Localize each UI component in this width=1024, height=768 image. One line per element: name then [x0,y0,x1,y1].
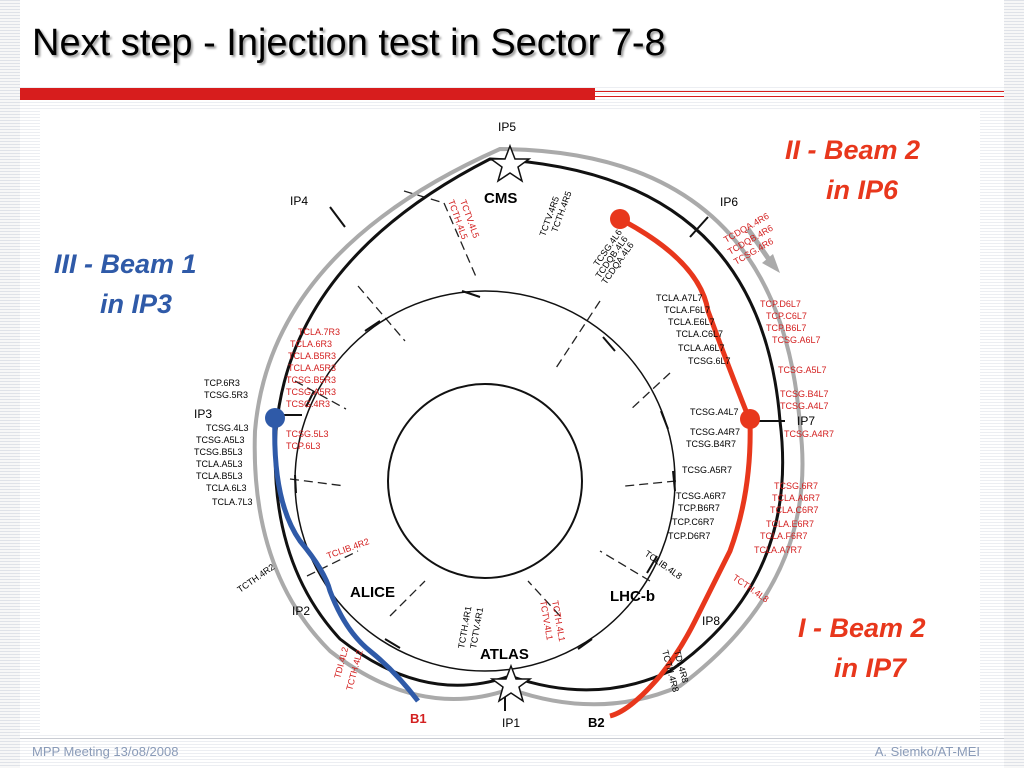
beam2-trajectory [609,216,753,719]
collimator-label: TCSG.5L3 [286,429,329,439]
lhc-ring-diagram: IP5 IP6 IP7 IP8 IP1 IP2 IP3 IP4 CMS ALIC… [54,120,926,730]
slide-title: Next step - Injection test in Sector 7-8 [32,22,666,64]
title-red-bar [20,88,595,100]
beam2-ip7-annotation-line1: I - Beam 2 [798,613,926,643]
collimator-label: TCP.B6R7 [678,503,720,513]
beam2-tag: B2 [588,715,605,730]
collimator-label: TCLA.A6R7 [772,493,820,503]
collimator-label: TCLA.C6L7 [676,329,723,339]
collimator-label: TCLA.7L3 [212,497,253,507]
experiment-cms: CMS [484,190,517,207]
collimator-label: TCSG.A5L7 [778,365,827,375]
collimator-label: TCSG.A6L7 [772,335,821,345]
experiment-atlas: ATLAS [480,646,529,663]
ip-markers [270,206,785,711]
collimator-label: TCLA.A5L3 [196,459,243,469]
beam1-annotation-line1: III - Beam 1 [54,249,197,279]
collimator-label: TCP.D6L7 [760,299,801,309]
sector-spokes [289,190,677,617]
collimator-label: TCLA.A6L7 [678,343,725,353]
ip7-outer-labels: TCP.D6L7 TCP.C6L7 TCP.B6L7 TCSG.A6L7 TCS… [754,299,834,555]
collimator-label: TCSG.B5L3 [194,447,243,457]
experiment-lhcb: LHC-b [610,588,655,605]
collimator-label: TCTH.4L8 [731,572,771,604]
collimator-label: TCSG.A4R7 [784,429,834,439]
arrow-icon [745,227,780,273]
footer-author: A. Siemko/AT-MEI [874,744,980,759]
ip6-label: IP6 [720,195,738,209]
footer-meeting: MPP Meeting 13/o8/2008 [32,744,179,759]
collimator-label: TCSG.A5L3 [196,435,245,445]
collimator-label: TCLA.A5R3 [288,363,336,373]
collimator-label: TCP.6L3 [286,441,320,451]
collimator-label: TCSG.5R3 [204,390,248,400]
collimator-label: TCLA.C6R7 [770,505,819,515]
star-icon [488,143,532,183]
star-icon [489,663,533,703]
right-decor-strip [1004,0,1024,768]
title-thin-rule [595,91,1004,92]
footer-divider [20,738,1004,739]
ip7-inner-labels: TCLA.A7L7 TCLA.F6L7 TCLA.E6L7 TCLA.C6L7 … [656,293,740,541]
collimator-label: TCP.D6R7 [668,531,710,541]
collimator-label: TCSG.6R7 [774,481,818,491]
beam2-ip7-annotation-line2: in IP7 [834,653,908,683]
ip3-label: IP3 [194,407,212,421]
beam1-tag: B1 [410,711,427,726]
collimator-label: TCSG.A4R7 [690,427,740,437]
collimator-label: TCLA.E6R7 [766,519,814,529]
experiment-alice: ALICE [350,584,395,601]
ip4-label: IP4 [290,194,308,208]
collimator-label: TCLA.B5R3 [288,351,336,361]
collimator-label: TCSG.B4R7 [686,439,736,449]
beam1-trajectory [272,417,420,703]
collimator-label: TCLA.B5L3 [196,471,243,481]
ip8-label: IP8 [702,614,720,628]
collimator-label: TCP.6R3 [204,378,240,388]
beam2-start-endpoint [610,209,630,229]
collimator-label: TCP.C6L7 [766,311,807,321]
collimator-label: TCLA.A7L7 [656,293,703,303]
collimator-label: TCSG.A6R7 [676,491,726,501]
middle-circle [294,290,676,672]
beam1-endpoint [265,408,285,428]
collimator-label: TCSG.A4L7 [690,407,739,417]
collimator-label: TCLA.E6L7 [668,317,715,327]
beam1-annotation-line2: in IP3 [100,289,172,319]
collimator-label: TCLA.F6L7 [664,305,710,315]
beam2-ip6-annotation-line2: in IP6 [826,175,899,205]
collimator-label: TCSG.A5R7 [682,465,732,475]
ip3-left-labels: TCP.6R3 TCSG.5R3 TCSG.4L3 TCSG.A5L3 TCSG… [194,378,253,507]
ip2-label: IP2 [292,604,310,618]
beam2-ip7-endpoint [740,409,760,429]
beam2-ip6-annotation-line1: II - Beam 2 [785,135,920,165]
collimator-label: TCSG.4R3 [286,399,330,409]
collimator-label: TCLIB.4R2 [325,536,370,561]
title-thin-rule-2 [595,96,1004,97]
lhc-diagram-figure: IP5 IP6 IP7 IP8 IP1 IP2 IP3 IP4 CMS ALIC… [40,111,980,733]
collimator-label: TCLA.6R3 [290,339,332,349]
ip5-label: IP5 [498,120,516,134]
collimator-label: TCP.B6L7 [766,323,806,333]
ip1-label: IP1 [502,716,520,730]
collimator-label: TCLA.A7R7 [754,545,802,555]
collimator-label: TCSG.B4L7 [780,389,829,399]
collimator-label: TCLA.F6R7 [760,531,808,541]
ip3-right-labels: TCLA.7R3 TCLA.6R3 TCLA.B5R3 TCLA.A5R3 TC… [286,327,340,451]
title-area [20,0,1004,86]
ip7-label: IP7 [797,414,815,428]
collimator-label: TCTH.4R2 [235,562,276,595]
outer-ring-beam1 [273,157,785,692]
collimator-label: TCLA.6L3 [206,483,247,493]
left-decor-strip [0,0,20,768]
collimator-label: TCSG.B5R3 [286,375,336,385]
collimator-label: TCP.C6R7 [672,517,714,527]
collimator-label: TCSG.4L3 [206,423,249,433]
collimator-label: TCSG.A5R3 [286,387,336,397]
inner-circle [387,383,583,579]
collimator-label: TCSG.6L7 [688,356,731,366]
collimator-label: TCSG.A4L7 [780,401,829,411]
collimator-label: TCLA.7R3 [298,327,340,337]
